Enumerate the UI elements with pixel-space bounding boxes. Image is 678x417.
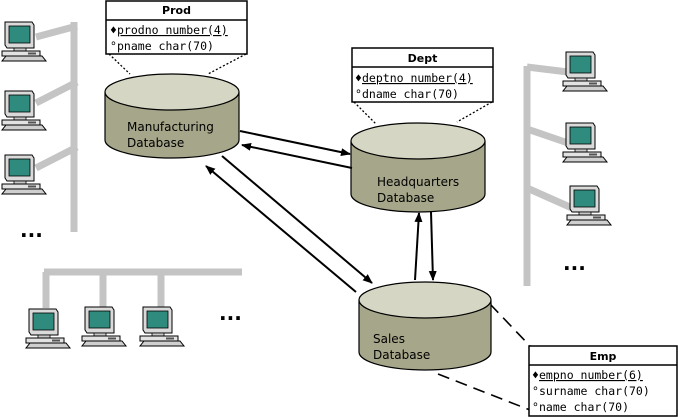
computer-group (0, 21, 613, 349)
prod-row-2-marker: ° (110, 39, 117, 53)
keyboard-icon (0, 124, 48, 131)
keyboard-icon (80, 340, 128, 347)
screen-icon (569, 126, 592, 145)
emp-row-3-marker: ° (532, 400, 539, 414)
prod-table: Prod ♦ prodno number(4) ° pname char(70) (105, 0, 248, 55)
computer-right-1 (561, 51, 609, 92)
right-network-branch-2 (525, 125, 570, 147)
prod-connector-right (207, 53, 247, 75)
sales-label-line2: Database (373, 348, 430, 362)
screen-icon (88, 310, 111, 329)
manufacturing-database: Manufacturing Database (104, 73, 240, 159)
computer-bottom-2 (80, 306, 128, 347)
network-cables (34, 22, 574, 308)
manufacturing-label-line2: Database (127, 136, 184, 150)
arrow-sales-to-headquarters (414, 212, 423, 281)
prod-row-1-text: prodno number(4) (117, 23, 228, 37)
sales-label-line1: Sales (373, 332, 405, 346)
dept-row-2-marker: ° (355, 87, 362, 101)
keyboard-icon (565, 219, 613, 226)
computer-right-3 (565, 185, 613, 226)
dept-table: Dept ♦ deptno number(4) ° dname char(70) (351, 47, 494, 103)
emp-row-1-marker: ♦ (532, 368, 539, 382)
keyboard-icon (561, 85, 609, 92)
dept-row-1-text: deptno number(4) (362, 71, 473, 85)
screen-icon (8, 158, 31, 177)
emp-table: Emp ♦ empno number(6) ° surname char(70)… (528, 345, 678, 417)
screen-icon (146, 310, 169, 329)
arrow-sales-to-manufacturing (205, 165, 357, 293)
right-network-branch-3 (525, 184, 574, 212)
dept-row-2-text: dname char(70) (362, 87, 459, 101)
right-network-ellipsis: ... (563, 251, 586, 275)
screen-icon (569, 55, 592, 74)
left-network-branch-3 (34, 143, 79, 172)
headquarters-label-line2: Database (377, 191, 434, 205)
emp-row-2-marker: ° (532, 384, 539, 398)
sales-database: Sales Database (358, 281, 492, 371)
headquarters-label-line1: Headquarters (377, 175, 459, 189)
keyboard-icon (561, 156, 609, 163)
screen-icon (32, 312, 55, 331)
keyboard-icon (0, 188, 48, 195)
emp-connector-top (489, 303, 531, 347)
manufacturing-label-line1: Manufacturing (127, 120, 214, 134)
computer-bottom-1 (24, 308, 72, 349)
emp-connector-bottom (437, 373, 531, 411)
dept-row-1-marker: ♦ (355, 71, 362, 85)
prod-row-1-marker: ♦ (110, 23, 117, 37)
dept-connector-left (353, 101, 377, 125)
emp-row-3-text: name char(70) (539, 400, 629, 414)
computer-left-1 (0, 21, 48, 62)
dept-table-title: Dept (408, 52, 438, 65)
computer-left-3 (0, 154, 48, 195)
arrow-headquarters-to-manufacturing (241, 142, 353, 169)
computer-right-2 (561, 122, 609, 163)
prod-table-title: Prod (162, 4, 191, 17)
computer-left-2 (0, 90, 48, 131)
dept-connector-right (456, 101, 493, 123)
screen-icon (573, 189, 596, 208)
prod-row-2-text: pname char(70) (117, 39, 214, 53)
screen-icon (8, 25, 31, 44)
table-connectors (108, 53, 531, 411)
keyboard-icon (138, 340, 186, 347)
left-network-branch-2 (34, 78, 79, 107)
arrow-headquarters-to-sales (428, 211, 437, 281)
emp-row-1-text: empno number(6) (539, 368, 643, 382)
screen-icon (8, 94, 31, 113)
keyboard-icon (0, 55, 48, 62)
arrow-manufacturing-to-headquarters (239, 130, 351, 157)
bottom-network-ellipsis: ... (219, 301, 242, 325)
left-network-branch-1 (35, 22, 78, 41)
right-network-branch-1 (526, 63, 569, 76)
keyboard-icon (24, 342, 72, 349)
emp-row-2-text: surname char(70) (539, 384, 650, 398)
headquarters-database: Headquarters Database (350, 122, 486, 213)
left-network-ellipsis: ... (20, 218, 43, 242)
arrow-manufacturing-to-sales (221, 155, 373, 284)
computer-bottom-3 (138, 306, 186, 347)
replication-arrows (205, 130, 437, 293)
prod-connector-left (108, 53, 131, 75)
emp-table-title: Emp (590, 350, 617, 363)
